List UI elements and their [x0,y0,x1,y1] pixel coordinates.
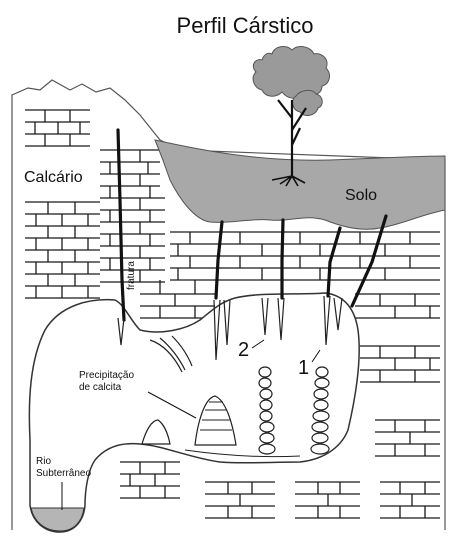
percolation-path-b [282,220,283,298]
underground-river-water [31,508,84,531]
cave-void [29,293,359,532]
label-river-line2: Subterrâneo [36,468,91,479]
label-fracture: fratura [126,261,137,290]
percolation-path-c [328,228,340,296]
brick-group-middle-left [25,202,100,298]
tree-canopy [253,47,329,99]
label-precipitation-line1: Precipitação [79,370,134,381]
label-precipitation-line2: de calcita [79,382,122,393]
brick-group-right-lower [360,346,440,456]
brick-group-bottom [120,462,440,518]
soil-layer [155,140,445,229]
marker-1: 1 [298,357,309,379]
marker-2: 2 [238,339,249,361]
label-river-line1: Rio [36,456,51,467]
tree-canopy-lower [293,90,323,115]
brick-group-upper-left [25,110,90,146]
label-soil: Solo [345,187,377,204]
diagram-title: Perfil Cárstico [177,13,314,38]
label-limestone: Calcário [24,169,83,186]
fracture-main [118,130,124,320]
percolation-path-a [216,222,222,298]
